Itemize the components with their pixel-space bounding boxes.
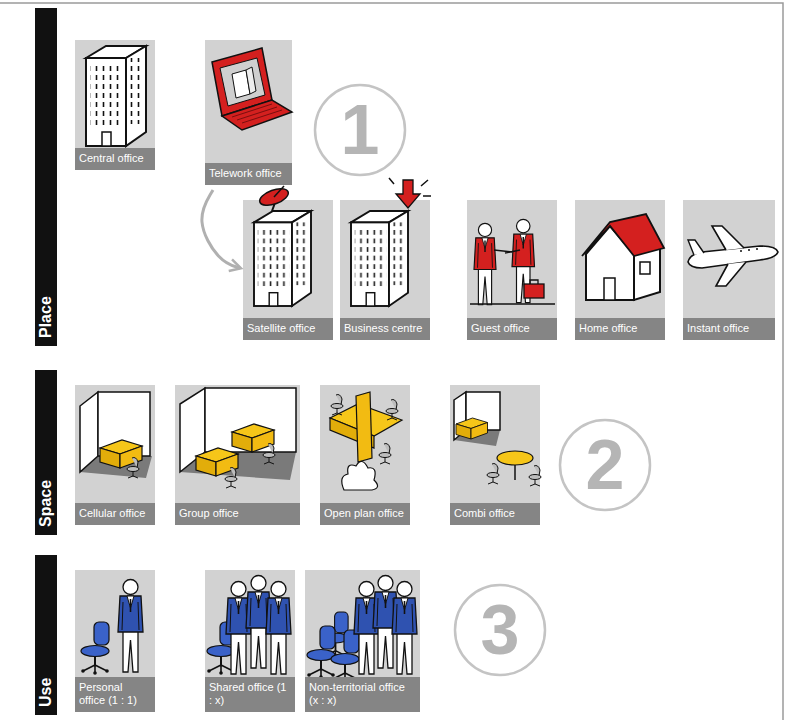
- section-band: Place: [35, 8, 57, 346]
- tile-caption: Instant office: [683, 318, 775, 340]
- office-tile: Personal office (1 : 1): [75, 570, 155, 712]
- office-tile: Home office: [575, 200, 665, 340]
- callout-number: 3: [481, 594, 520, 666]
- section-label: Space: [37, 480, 55, 527]
- tile-caption: Shared office (1 : x): [205, 677, 295, 712]
- tile-caption: Group office: [175, 503, 300, 525]
- section-label: Use: [37, 678, 55, 707]
- tile-caption: Home office: [575, 318, 665, 340]
- tile-caption: Personal office (1 : 1): [75, 677, 155, 712]
- section-band: Space: [35, 370, 57, 535]
- office-tile: Open plan office: [320, 385, 410, 525]
- section-band: Use: [35, 555, 57, 715]
- office-tile: Central office: [75, 40, 155, 170]
- office-tile: Business centre: [340, 200, 430, 340]
- curved-arrow: [202, 190, 240, 268]
- section-label: Place: [37, 296, 55, 338]
- tile-caption: Central office: [75, 148, 155, 170]
- office-tile: Telework office: [205, 40, 292, 185]
- callout-number: 1: [341, 94, 380, 166]
- office-tile: Non-territorial office (x : x): [305, 570, 420, 712]
- tile-caption: Guest office: [467, 318, 557, 340]
- tile-caption: Combi office: [450, 503, 540, 525]
- office-tile: Shared office (1 : x): [205, 570, 295, 712]
- tile-caption: Business centre: [340, 318, 430, 340]
- callout-number: 2: [586, 429, 625, 501]
- tile-caption: Telework office: [205, 163, 292, 185]
- tile-caption: Non-territorial office (x : x): [305, 677, 420, 712]
- office-tile: Guest office: [467, 200, 557, 340]
- office-tile: Satellite office: [243, 200, 333, 340]
- office-tile: Instant office: [683, 200, 775, 340]
- callout-circle: 1: [312, 82, 408, 178]
- tile-caption: Open plan office: [320, 503, 410, 525]
- callout-circle: 3: [452, 582, 548, 678]
- office-tile: Group office: [175, 385, 300, 525]
- callout-circle: 2: [557, 417, 653, 513]
- office-tile: Combi office: [450, 385, 540, 525]
- tile-caption: Cellular office: [75, 503, 155, 525]
- tile-caption: Satellite office: [243, 318, 333, 340]
- office-tile: Cellular office: [75, 385, 155, 525]
